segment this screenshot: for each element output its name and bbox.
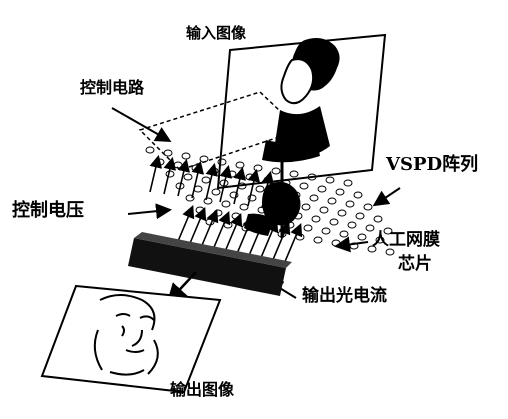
- retina-chip-bar: [128, 232, 292, 296]
- photocurrent-arrow: [223, 213, 243, 255]
- vspd-cell: [353, 191, 363, 199]
- vspd-cell: [203, 197, 213, 205]
- vspd-cell: [375, 236, 385, 244]
- vspd-cell: [345, 200, 355, 208]
- vspd-cell: [239, 203, 249, 211]
- photocurrent-arrow: [271, 221, 291, 263]
- output-photocurrent-label: 输出光电流: [302, 286, 387, 306]
- control-arrow: [205, 162, 219, 201]
- vspd-cell: [247, 194, 257, 202]
- vspd-cell: [221, 200, 231, 208]
- vspd-cell: [309, 194, 319, 202]
- vspd-cell: [343, 179, 353, 187]
- vspd-cell: [163, 149, 173, 157]
- control-arrow: [191, 160, 205, 199]
- control-circuit-label: 控制电路: [80, 78, 145, 97]
- vspd-cell: [335, 188, 345, 196]
- vspd-cell: [355, 212, 365, 220]
- photocurrent-arrow: [235, 215, 255, 257]
- vspd-cell: [367, 245, 377, 253]
- photocurrent-arrow: [199, 209, 219, 251]
- photocurrent-arrow: [283, 223, 303, 265]
- photocurrent-arrow: [187, 207, 207, 249]
- output-image-plane: [40, 284, 222, 394]
- output-image-label: 输出图像: [170, 380, 235, 399]
- vspd-cell: [373, 215, 383, 223]
- vspd-cell: [295, 233, 305, 241]
- vspd-cell: [383, 227, 393, 235]
- vspd-cell: [307, 173, 317, 181]
- vspd-cell: [183, 173, 193, 181]
- input-image-label: 输入图像: [186, 24, 247, 42]
- retina-chip-label-line2: 芯片: [398, 254, 432, 274]
- photocurrent-arrows: [175, 205, 303, 265]
- control-arrow: [149, 154, 163, 193]
- vspd-cell: [365, 224, 375, 232]
- vspd-cell: [301, 203, 311, 211]
- vspd-cell: [313, 236, 323, 244]
- vspd-cell: [319, 206, 329, 214]
- photocurrent-arrow: [259, 219, 279, 261]
- control-arrow: [261, 170, 275, 209]
- vspd-cell: [199, 155, 209, 163]
- vspd-cell: [325, 176, 335, 184]
- control-arrow: [163, 156, 177, 195]
- vspd-cell: [181, 152, 191, 160]
- vspd-cell: [339, 230, 349, 238]
- vspd-cell: [347, 221, 357, 229]
- vspd-cell: [211, 188, 221, 196]
- vspd-cell: [145, 146, 155, 154]
- control-arrow: [247, 168, 261, 207]
- vspd-cell: [357, 233, 367, 241]
- vspd-cell: [289, 170, 299, 178]
- vspd-cell: [303, 224, 313, 232]
- vspd-cell: [255, 185, 265, 193]
- control-arrow: [219, 164, 233, 203]
- vspd-cell: [299, 182, 309, 190]
- vspd-cell: [329, 218, 339, 226]
- vspd-cell: [223, 221, 233, 229]
- vspd-cell: [201, 176, 211, 184]
- vspd-cell: [327, 197, 337, 205]
- vspd-cell: [349, 242, 359, 250]
- vspd-cell: [311, 215, 321, 223]
- photocurrent-arrow: [247, 217, 267, 259]
- vspd-cell: [385, 248, 395, 256]
- vspd-cell: [337, 209, 347, 217]
- control-arrow: [233, 166, 247, 205]
- vspd-cell: [185, 194, 195, 202]
- input-image-plane: [216, 33, 387, 190]
- control-arrows: [149, 154, 275, 209]
- vspd-cell: [363, 203, 373, 211]
- photocurrent-arrow: [211, 211, 231, 253]
- retina-chip-label-line1: 人工网膜: [372, 230, 440, 250]
- pointer-lines: [111, 107, 401, 299]
- vspd-cell: [331, 239, 341, 247]
- vspd-cell: [229, 191, 239, 199]
- control-arrow: [177, 158, 191, 197]
- vspd-cell: [317, 185, 327, 193]
- vspd-array-label: VSPD阵列: [386, 154, 479, 175]
- control-voltage-label: 控制电压: [12, 200, 84, 221]
- vspd-cell: [321, 227, 331, 235]
